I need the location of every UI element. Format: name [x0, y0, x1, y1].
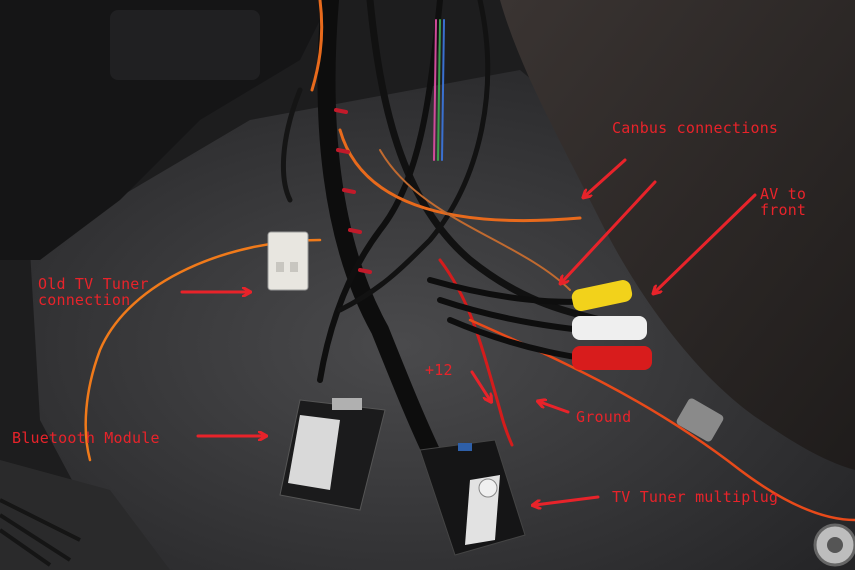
arrow-av-front: [655, 193, 757, 292]
rca-red-plug: [572, 346, 652, 370]
arrow-plus12: [470, 370, 490, 400]
rca-white-plug: [572, 316, 647, 340]
connector-pin: [276, 262, 284, 272]
sill-ridges: [0, 498, 81, 567]
label-tv-tuner-multiplug: TV Tuner multiplug: [612, 488, 779, 506]
label-plus12: +12: [425, 361, 453, 379]
console-block: [110, 10, 260, 80]
label-bluetooth-module: Bluetooth Module: [12, 429, 160, 447]
label-ground: Ground: [576, 408, 632, 426]
label-old-tv-line1: Old TV Tuner: [38, 275, 149, 293]
label-canbus-connections: Canbus connections: [612, 119, 779, 137]
rca-yellow-plug: [571, 280, 633, 312]
tv-tuner-multiplug-connector: [419, 439, 526, 556]
bluetooth-module-connector: [279, 398, 386, 511]
label-av-line1: AV to: [760, 185, 807, 203]
arrow-canbus-1: [585, 158, 627, 196]
arrow-canbus-2: [562, 180, 657, 282]
rca-plugs: [571, 280, 652, 370]
label-av-to-front: AV to front: [760, 186, 806, 218]
arrow-tv-multiplug: [535, 495, 600, 505]
arrow-ground: [540, 402, 570, 414]
annotation-arrows: [180, 158, 757, 505]
label-old-tv-tuner: Old TV Tuner connection: [38, 276, 149, 308]
old-tv-tuner-connector: [267, 231, 309, 291]
connector-pin: [290, 262, 298, 272]
label-old-tv-line2: connection: [38, 291, 131, 309]
seat: [500, 0, 855, 470]
label-av-line2: front: [760, 201, 807, 219]
metal-fitting: [676, 398, 855, 567]
